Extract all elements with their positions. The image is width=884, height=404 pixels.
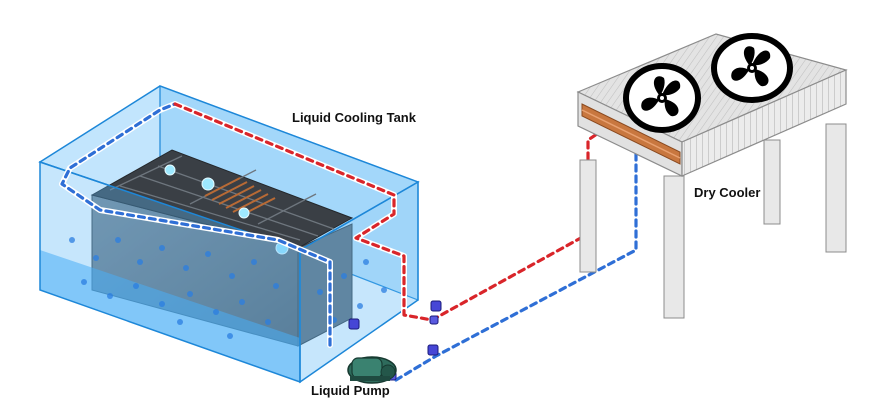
tank-label: Liquid Cooling Tank — [292, 110, 416, 125]
cooler-leg — [579, 159, 597, 273]
valve-icon — [348, 318, 360, 330]
fan-icon — [711, 33, 793, 103]
liquid-bubbles — [69, 237, 391, 339]
valve-icon — [429, 315, 439, 325]
cold-pipe-tank — [60, 102, 332, 347]
tank-liquid — [40, 250, 300, 382]
pump-icon — [347, 356, 397, 384]
dry-cooler-label: Dry Cooler — [694, 185, 761, 200]
cooler-leg — [763, 139, 781, 225]
fan-icon — [623, 63, 701, 133]
cooler-side — [681, 69, 847, 177]
valve-icon — [427, 344, 439, 356]
valve-icon — [430, 300, 442, 312]
cold-pipe-cooler — [394, 130, 638, 382]
dry-cooler — [576, 33, 848, 319]
pump-label: Liquid Pump — [311, 383, 390, 398]
cooler-leg — [825, 123, 847, 253]
cooler-leg — [663, 175, 685, 319]
